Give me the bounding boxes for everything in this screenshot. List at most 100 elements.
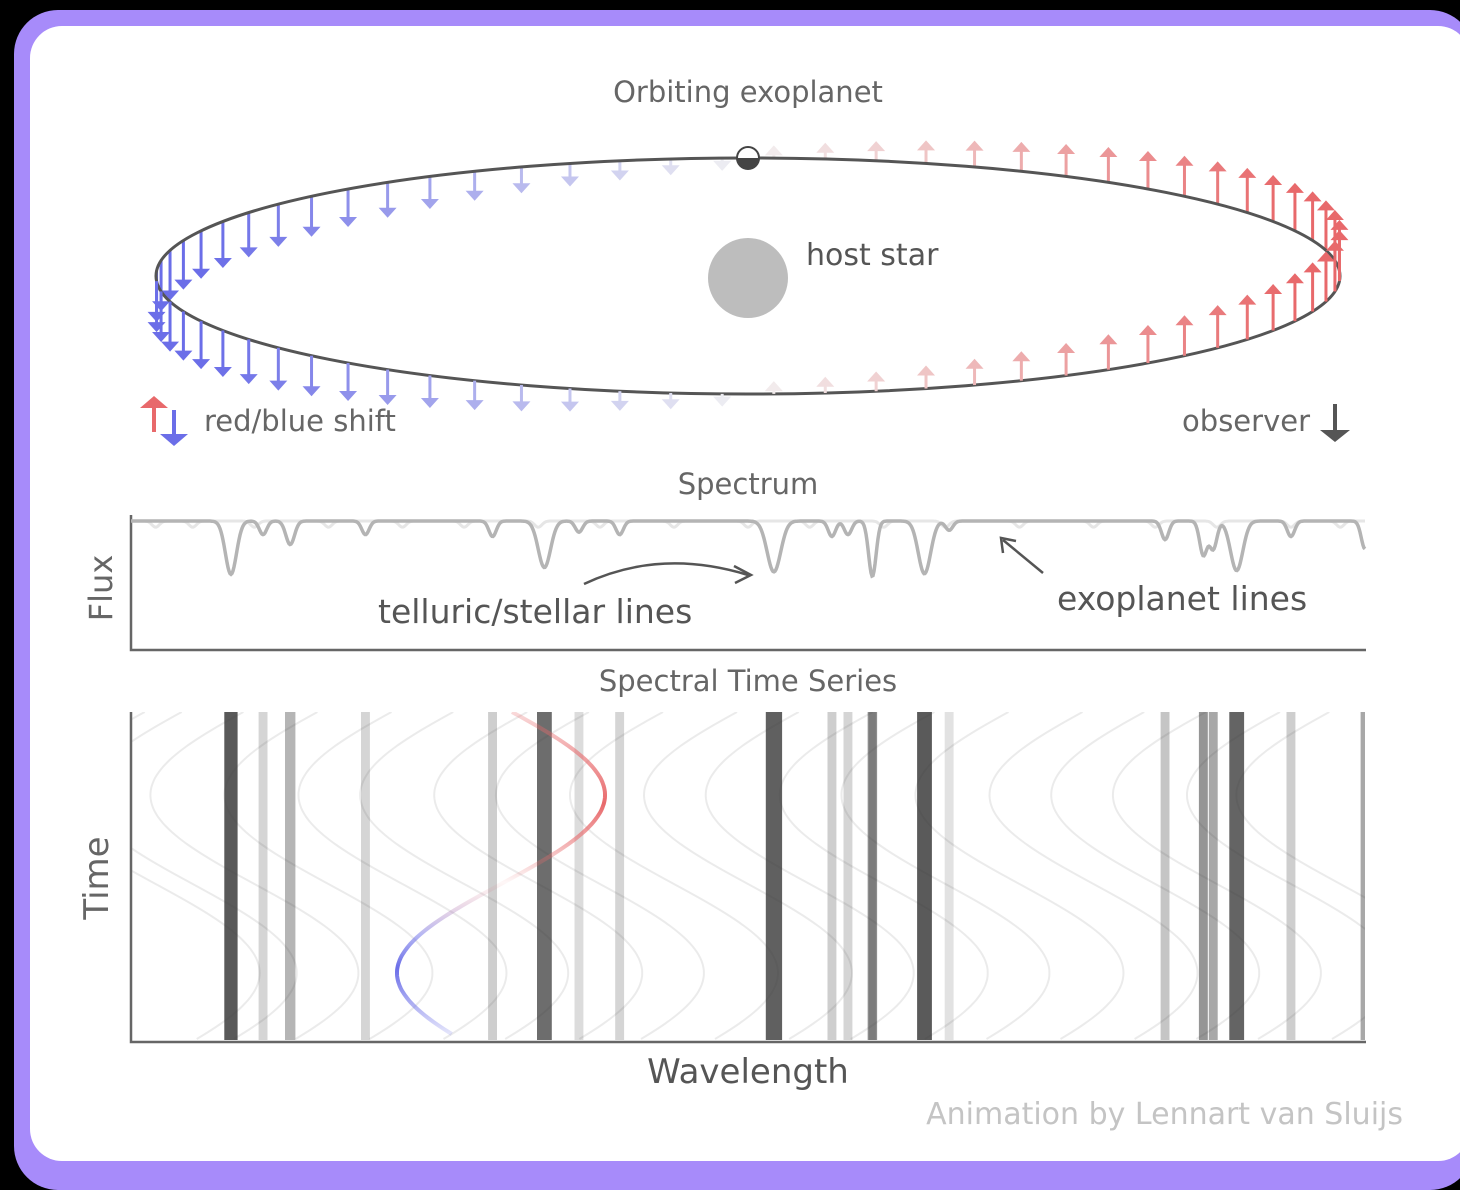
velocity-arrow (339, 189, 358, 228)
velocity-arrow-head (610, 400, 629, 411)
exoplanet-trail (149, 712, 360, 1040)
velocity-arrow (302, 355, 321, 397)
timeseries-xlabel: Wavelength (647, 1052, 849, 1092)
exoplanet-trail (569, 712, 780, 1040)
exoplanet-trail (494, 712, 705, 1040)
velocity-arrow (764, 145, 783, 159)
velocity-arrow-head (713, 160, 732, 171)
orbit-title: Orbiting exoplanet (613, 75, 883, 109)
velocity-arrow-head (239, 374, 258, 385)
velocity-arrow-head (1208, 161, 1227, 172)
velocity-arrow-head (378, 394, 397, 405)
velocity-arrow-head (512, 183, 531, 194)
velocity-arrow (174, 240, 193, 290)
velocity-arrow-head (713, 396, 732, 407)
velocity-arrow-head (512, 401, 531, 412)
velocity-arrow (1316, 251, 1335, 302)
absorption-band (827, 712, 837, 1040)
velocity-arrow-head (339, 391, 358, 402)
velocity-arrow (161, 301, 180, 352)
velocity-arrow (147, 281, 166, 333)
velocity-arrow-head (1303, 262, 1322, 273)
velocity-arrow (213, 221, 232, 268)
velocity-arrow-head (1057, 343, 1076, 354)
exoplanet-doppler-track (395, 712, 607, 1036)
velocity-arrow (1138, 324, 1157, 363)
velocity-arrow (1238, 167, 1257, 213)
velocity-arrow (610, 160, 629, 181)
velocity-arrow-head (302, 226, 321, 237)
velocity-arrow (1208, 305, 1227, 348)
velocity-arrow-head (465, 190, 484, 201)
velocity-arrow-head (661, 165, 680, 176)
absorption-band (944, 712, 954, 1040)
velocity-arrow (1264, 175, 1283, 222)
velocity-arrow-head (1264, 284, 1283, 295)
velocity-arrow-head (378, 207, 397, 218)
exoplanet-arrowhead (999, 536, 1017, 554)
velocity-arrow (512, 385, 531, 412)
velocity-arrow (917, 365, 936, 389)
velocity-arrow (1316, 200, 1335, 251)
exoplanet-trail (433, 712, 644, 1040)
absorption-band (1360, 712, 1365, 1040)
velocity-arrow-head (161, 341, 180, 352)
velocity-arrow-head (1330, 219, 1349, 230)
velocity-arrow-head (610, 170, 629, 181)
velocity-arrow-head (192, 268, 211, 279)
absorption-band (1160, 712, 1170, 1040)
velocity-arrow (816, 376, 835, 393)
absorption-band (868, 712, 878, 1040)
velocity-arrow-head (917, 365, 936, 376)
velocity-arrow-head (560, 401, 579, 412)
velocity-arrow (420, 375, 439, 409)
velocity-arrow (1012, 351, 1031, 381)
exoplanet-trail (359, 712, 570, 1040)
velocity-arrow (1285, 182, 1304, 231)
velocity-arrow-head (239, 247, 258, 258)
absorption-band (285, 712, 296, 1040)
velocity-arrow (917, 140, 936, 164)
velocity-arrow (152, 291, 171, 343)
absorption-band (615, 712, 625, 1040)
velocity-arrow (1099, 147, 1118, 183)
velocity-arrow (239, 339, 258, 385)
exoplanet-trail (642, 712, 854, 1040)
velocity-arrow-head (174, 350, 193, 361)
velocity-arrow (302, 196, 321, 237)
absorption-band (1208, 712, 1218, 1040)
redblue-shift-icon (140, 396, 188, 446)
absorption-band (1286, 712, 1296, 1040)
velocity-arrow (378, 369, 397, 405)
velocity-arrow-head (1285, 182, 1304, 193)
velocity-arrow-head (147, 322, 166, 333)
velocity-arrow (867, 141, 886, 161)
velocity-arrow (713, 158, 732, 171)
exoplanet-marker (736, 146, 760, 170)
shift-legend-label: red/blue shift (204, 404, 396, 438)
absorption-band (258, 712, 268, 1040)
velocity-arrow (661, 392, 680, 410)
velocity-arrow-head (420, 398, 439, 409)
velocity-arrow (965, 140, 984, 167)
absorption-band (765, 712, 783, 1040)
velocity-arrow (512, 166, 531, 194)
exoplanet-trail (704, 712, 915, 1040)
observer-label: observer (1182, 404, 1310, 438)
velocity-arrow-head (269, 380, 288, 391)
velocity-arrow (1208, 161, 1227, 205)
timeseries-axes (129, 712, 1366, 1044)
velocity-arrow (1175, 155, 1194, 197)
spectrum-axes (129, 515, 1366, 652)
velocity-arrow (1057, 343, 1076, 376)
exoplanet-trail (778, 712, 989, 1040)
velocity-arrow (1057, 143, 1076, 177)
host-star (708, 238, 788, 318)
absorption-band (843, 712, 853, 1040)
velocity-arrow (339, 362, 358, 402)
velocity-arrow (1012, 141, 1031, 172)
absorption-band (574, 712, 584, 1040)
exoplanet-trail (1235, 712, 1365, 899)
velocity-arrow (1303, 191, 1322, 241)
credit-text: Animation by Lennart van Sluijs (926, 1097, 1403, 1132)
